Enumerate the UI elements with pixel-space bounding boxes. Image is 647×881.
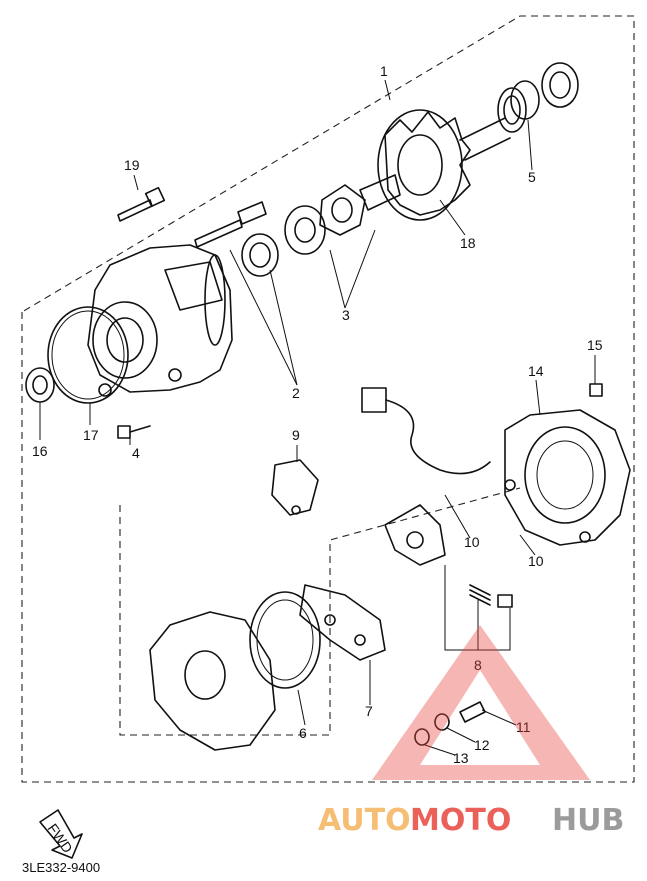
callout-6: 6 — [299, 725, 307, 741]
callout-17: 17 — [83, 427, 99, 443]
rear-cover-14 — [504, 409, 631, 546]
watermark-part1: AUTO — [318, 803, 411, 838]
callout-5: 5 — [528, 169, 536, 185]
callout-12: 12 — [474, 737, 490, 753]
fwd-label: FWD — [45, 821, 76, 856]
callout-2: 2 — [292, 385, 300, 401]
brushes-8 — [469, 584, 513, 608]
washer-13 — [414, 728, 430, 746]
bolt-4 — [117, 425, 151, 439]
watermark-part2: MOTO — [410, 803, 511, 838]
screw-11 — [459, 701, 486, 723]
leader-lines — [39, 79, 596, 756]
rear-housing-6 — [149, 591, 321, 751]
callout-18: 18 — [460, 235, 476, 251]
brush-holder-9 — [271, 459, 319, 516]
watermark-part3: HUB — [552, 803, 624, 838]
callout-10b: 10 — [528, 553, 544, 569]
callout-1: 1 — [380, 63, 388, 79]
bearing-3 — [241, 184, 366, 277]
seal-16 — [25, 367, 55, 403]
callout-4: 4 — [132, 445, 140, 461]
callout-8: 8 — [474, 657, 482, 673]
group-outlines — [21, 15, 635, 783]
washer-12 — [434, 713, 450, 731]
callout-13: 13 — [453, 750, 469, 766]
callout-15: 15 — [587, 337, 603, 353]
bolt-15 — [589, 383, 603, 397]
diode-bracket — [384, 504, 446, 566]
callout-11: 11 — [516, 719, 531, 735]
drawing-code: 3LE332-9400 — [22, 860, 100, 875]
rotor-assembly — [359, 87, 527, 221]
callout-7: 7 — [365, 703, 373, 719]
fwd-arrow: FWD — [39, 809, 83, 859]
callout-9: 9 — [292, 427, 300, 443]
callout-3: 3 — [342, 307, 350, 323]
regulator-7 — [299, 584, 386, 661]
callouts: 1 5 18 19 3 2 4 16 17 14 15 9 10 10 8 7 … — [32, 63, 603, 766]
bolts — [117, 186, 267, 248]
watermark-logo: AUTO MOTO HUB — [318, 625, 624, 838]
callout-14: 14 — [528, 363, 544, 379]
oring-17 — [47, 306, 129, 404]
wiring-connector — [361, 387, 491, 475]
callout-19: 19 — [124, 157, 140, 173]
callout-16: 16 — [32, 443, 48, 459]
front-housing — [87, 244, 233, 397]
bearing-5 — [510, 62, 579, 120]
callout-10a: 10 — [464, 534, 480, 550]
